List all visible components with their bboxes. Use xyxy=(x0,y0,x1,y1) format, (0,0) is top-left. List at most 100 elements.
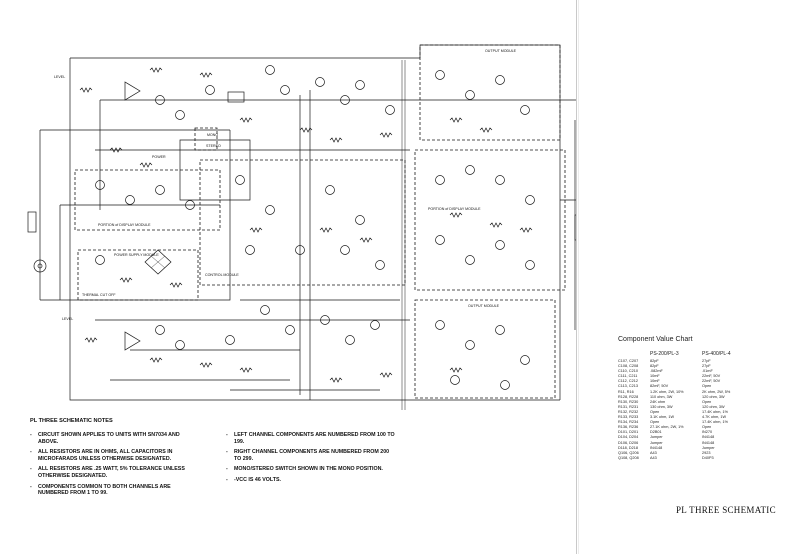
chart-cell: D104, D204 xyxy=(618,435,639,440)
transistor-symbol xyxy=(155,185,165,195)
transistor-symbol xyxy=(520,105,530,115)
transistor-symbol xyxy=(175,340,185,350)
resistor-symbol xyxy=(199,72,213,78)
chart-cell: A43 xyxy=(650,455,657,460)
transistor-symbol xyxy=(95,255,105,265)
page-fold-shadow xyxy=(578,0,579,554)
schematic-notes: PL THREE SCHEMATIC NOTES CIRCUIT SHOWN A… xyxy=(30,418,550,496)
notes-right-column: LEFT CHANNEL COMPONENTS ARE NUMBERED FRO… xyxy=(226,432,396,488)
chart-cell: .01mF xyxy=(702,369,713,374)
chart-cell: IN4148 xyxy=(702,435,715,440)
resistors xyxy=(79,67,533,383)
transistor-symbol xyxy=(315,77,325,87)
output-module-bottom-label: OUTPUT MODULE xyxy=(468,304,500,308)
chart-cell: IN4148 xyxy=(702,440,715,445)
module-boxes xyxy=(74,44,566,399)
transistor-symbol xyxy=(125,195,135,205)
power-supply-box xyxy=(77,249,199,301)
main-bus-wiring xyxy=(39,44,576,410)
transistor-symbol xyxy=(450,375,460,385)
footer-title: PL THREE SCHEMATIC xyxy=(676,505,776,515)
chart-cell: 110 ohm, 3W xyxy=(650,394,673,399)
chart-cell: D2B01 xyxy=(650,430,662,435)
transistor-symbol xyxy=(265,205,275,215)
resistor-symbol xyxy=(329,377,343,383)
resistor-symbol xyxy=(489,222,503,228)
chart-cell: D40P3 xyxy=(702,455,714,460)
chart-cell: R131, R231 xyxy=(618,404,639,409)
resistor-symbol xyxy=(109,147,123,153)
transistor-symbol xyxy=(320,315,330,325)
transistor-symbol xyxy=(435,235,445,245)
chart-cell: C107, C207 xyxy=(618,359,639,363)
chart-cell: 24K ohm xyxy=(650,399,666,404)
transistor-symbol xyxy=(370,320,380,330)
resistor-symbol xyxy=(359,237,373,243)
chart-cell: Open xyxy=(702,384,712,389)
transistor-symbol xyxy=(185,200,195,210)
chart-cell: C111, C211 xyxy=(618,374,638,379)
transistor-symbol xyxy=(225,335,235,345)
notes-title: PL THREE SCHEMATIC NOTES xyxy=(30,418,113,424)
chart-cell: C108, C208 xyxy=(618,364,639,369)
chart-cell: R128, R228 xyxy=(618,394,639,399)
display-module-left-box xyxy=(74,169,221,231)
transistor-symbol xyxy=(495,75,505,85)
display-module-right-box xyxy=(414,149,566,291)
resistor-symbol xyxy=(119,277,133,283)
power-supply-label: POWER SUPPLY MODULE xyxy=(114,253,159,257)
output-module-top-box xyxy=(419,44,561,141)
chart-cell: 3.1K ohm, 1W xyxy=(650,415,675,420)
chart-cell: 82pF xyxy=(650,359,659,363)
resistor-symbol xyxy=(329,137,343,143)
chart-row: C110, C210.082mF.01mF xyxy=(618,369,798,374)
note-item: CIRCUIT SHOWN APPLIES TO UNITS WITH SN70… xyxy=(30,432,200,445)
transistor-symbol xyxy=(500,380,510,390)
chart-cell: R132, R232 xyxy=(618,409,639,414)
transistor-symbol xyxy=(285,325,295,335)
transistor-symbol xyxy=(340,245,350,255)
note-item: RIGHT CHANNEL COMPONENTS ARE NUMBERED FR… xyxy=(226,449,396,462)
level-label-top: LEVEL xyxy=(54,75,65,79)
notes-left-column: CIRCUIT SHOWN APPLIES TO UNITS WITH SN70… xyxy=(30,432,200,501)
chart-cell: 10mF xyxy=(650,379,660,384)
chart-cell: Jumper xyxy=(650,440,663,445)
note-item: ALL RESISTORS ARE IN OHMS, ALL CAPACITOR… xyxy=(30,449,200,462)
chart-cell: Q106, Q206 xyxy=(618,450,639,455)
chart-cell: 17.4K ohm, 1% xyxy=(702,409,728,414)
control-module-label: CONTROL MODULE xyxy=(205,273,239,277)
chart-cell: C110, C210 xyxy=(618,369,638,374)
transistor-symbol xyxy=(435,70,445,80)
resistor-symbol xyxy=(449,117,463,123)
resistor-symbol xyxy=(84,337,98,343)
chart-cell: Open xyxy=(702,399,712,404)
transistor-symbol xyxy=(355,215,365,225)
power-label: POWER xyxy=(152,155,166,159)
chart-row: Q108, Q208 A43 D40P3 xyxy=(618,456,798,461)
chart-cell: D118, D218 xyxy=(618,445,638,450)
transistor-symbol xyxy=(295,245,305,255)
transistor-symbol xyxy=(525,195,535,205)
resistor-symbol xyxy=(239,117,253,123)
transistor-symbol xyxy=(265,65,275,75)
transistor-symbol xyxy=(175,110,185,120)
resistor-symbol xyxy=(319,227,333,233)
thermal-label: THERMAL CUT OFF xyxy=(82,293,116,297)
transistor-symbol xyxy=(345,335,355,345)
transistor-symbol xyxy=(465,90,475,100)
chart-cell: Q108, Q208 xyxy=(618,455,639,460)
stereo-label: STEREO xyxy=(206,144,221,148)
note-item: -VCC IS 46 VOLTS. xyxy=(226,477,396,484)
transistor-symbol xyxy=(235,175,245,185)
resistor-symbol xyxy=(379,372,393,378)
chart-cell: R130, R230 xyxy=(618,399,639,404)
chart-cell: 27pF xyxy=(702,364,711,369)
